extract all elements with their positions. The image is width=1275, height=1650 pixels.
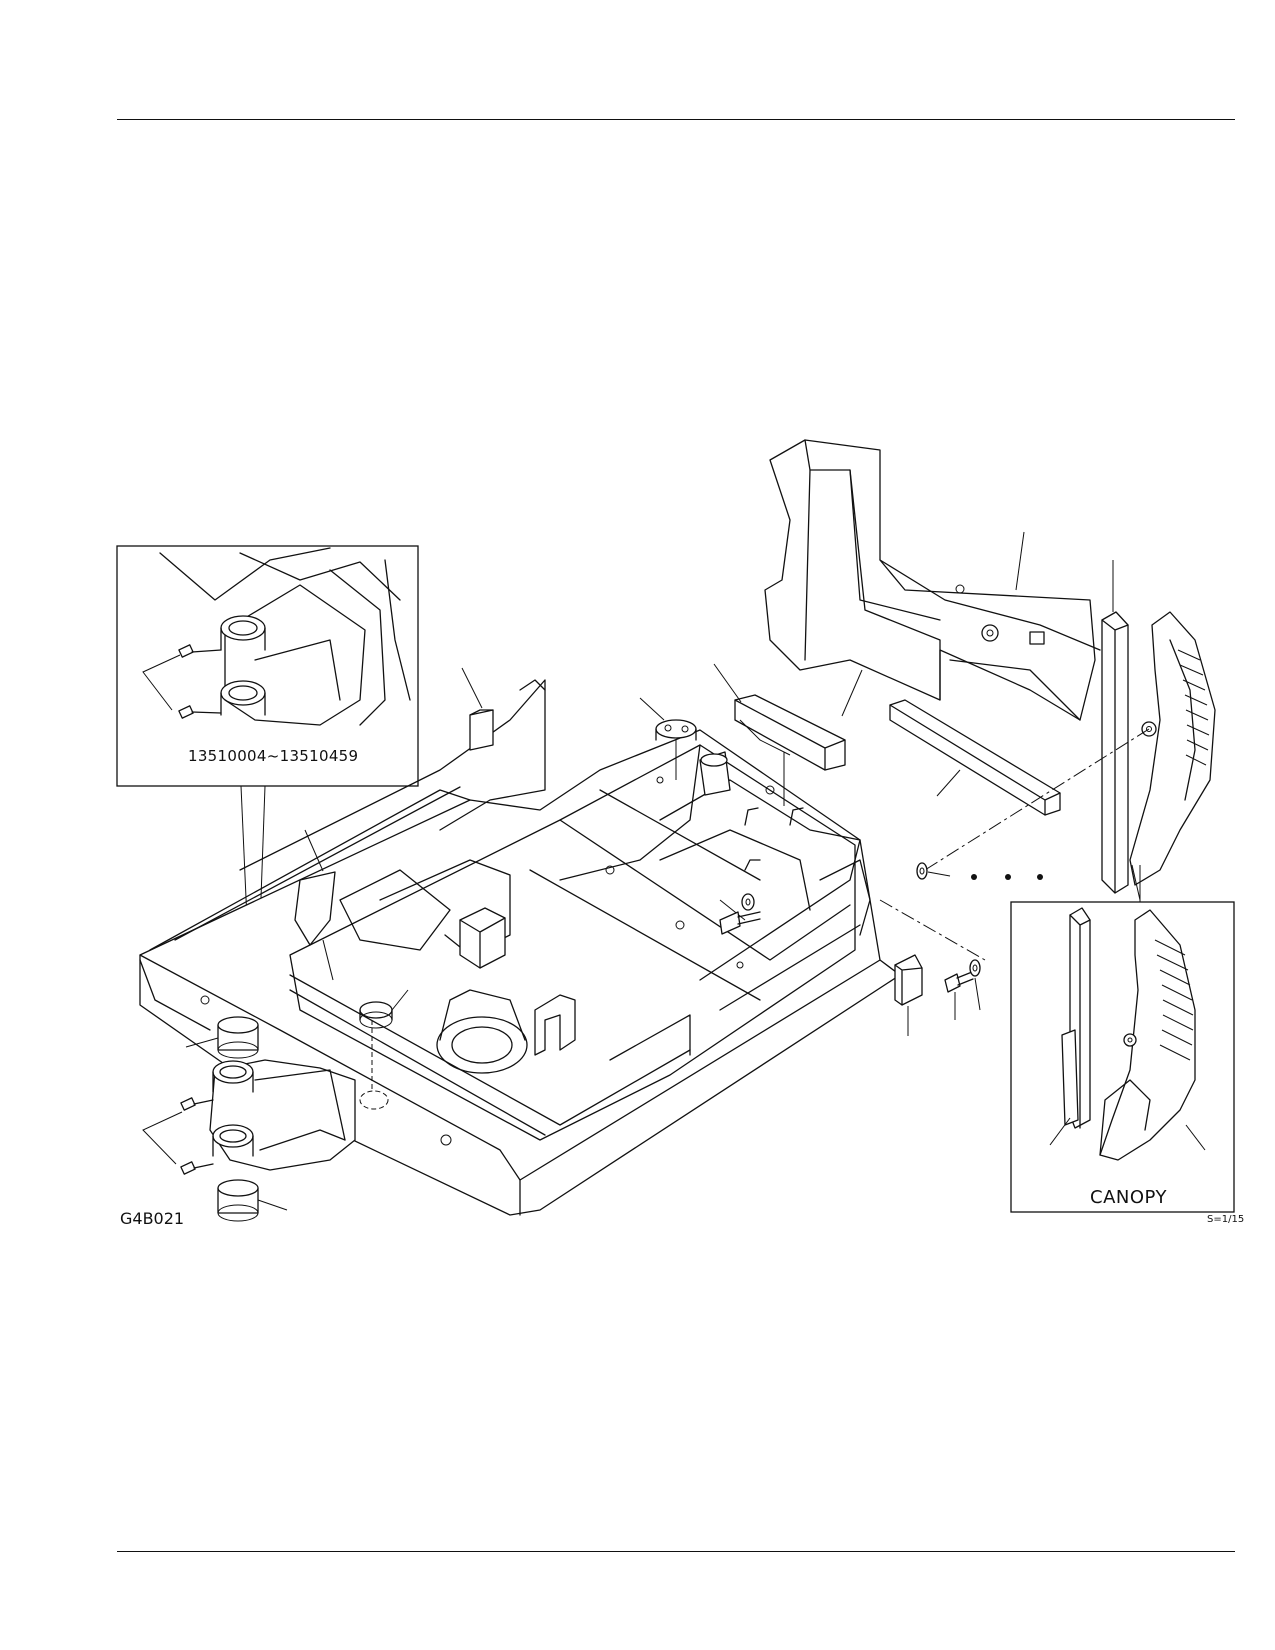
lower-boss: [220, 680, 266, 706]
bushing-icon: [217, 1016, 259, 1059]
dot-2: [1005, 874, 1011, 880]
washer-cover: [916, 862, 928, 880]
swing-circle-opening: [436, 1016, 528, 1074]
serial-range-label: 13510004~13510459: [188, 747, 359, 765]
side-pad: [894, 954, 923, 1006]
dot-1: [971, 874, 977, 880]
swing-bracket-inset: [220, 584, 366, 726]
vertical-rail: [1101, 611, 1129, 894]
canopy-label: CANOPY: [1090, 1187, 1167, 1208]
floor-mat: [764, 439, 1101, 721]
swing-bracket: [209, 1059, 356, 1171]
footer-rule: [117, 1551, 1235, 1552]
canopy-inset: [1010, 865, 1235, 1213]
hidden-pin-outline: [359, 1090, 389, 1110]
upper-boss: [220, 615, 266, 641]
rubber-cushion-icon: [699, 751, 731, 796]
grease-nipple-icon: [178, 644, 222, 719]
washer-right: [969, 959, 981, 977]
side-cover: [1129, 611, 1216, 886]
washer-icon: [741, 893, 755, 911]
scale-label: S=1/15: [1207, 1214, 1245, 1225]
dot-3: [1037, 874, 1043, 880]
grease-nipple-main: [180, 1097, 214, 1175]
figure-code: G4B021: [120, 1209, 185, 1228]
bushing-lower: [217, 1179, 259, 1222]
cover-strip: [734, 694, 846, 771]
serial-range-inset: [116, 545, 419, 787]
bolt-right: [944, 971, 974, 993]
bolt-icon: [719, 911, 761, 935]
gasket-plate: [655, 719, 697, 741]
pad-top-left: [469, 709, 494, 751]
inset-frame-canopy: [1010, 901, 1235, 1213]
header-rule: [117, 119, 1235, 120]
floor-bar: [889, 699, 1061, 816]
